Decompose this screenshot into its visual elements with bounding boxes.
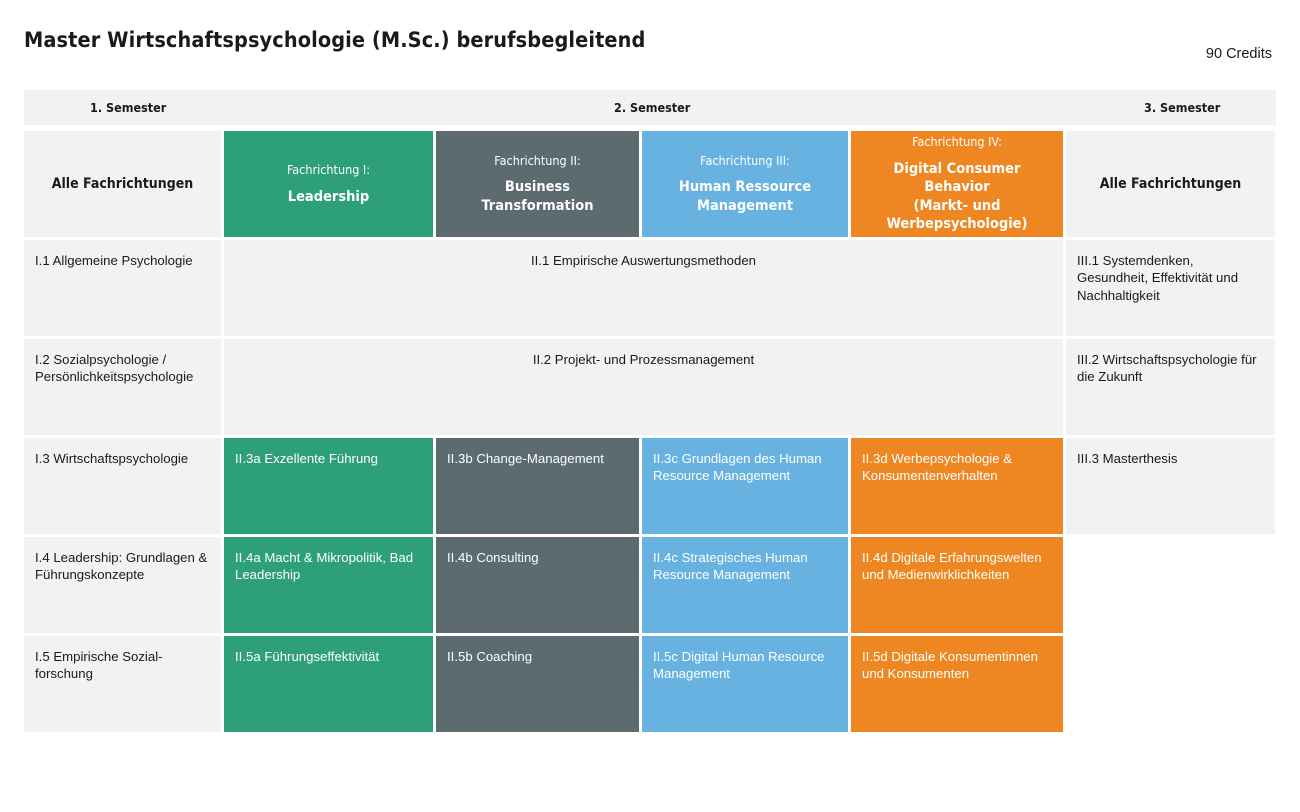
module-cell-II3b[interactable]: II.3b Change-Management bbox=[436, 438, 639, 534]
module-cell-I4[interactable]: I.4 Leadership: Grundlagen & Führungskon… bbox=[24, 537, 221, 633]
grid-gap bbox=[1063, 636, 1066, 732]
track-header-digital-consumer-behavior[interactable]: Fachrichtung IV: Digital Consumer Behavi… bbox=[851, 131, 1063, 237]
grid-gap bbox=[221, 131, 224, 237]
grid-gap bbox=[1063, 131, 1066, 237]
module-cell-II5c[interactable]: II.5c Digital Human Resource Management bbox=[642, 636, 848, 732]
grid-gap bbox=[1063, 339, 1066, 435]
grid-gap bbox=[639, 438, 642, 534]
grid-gap bbox=[1063, 240, 1066, 336]
grid-gap bbox=[848, 636, 851, 732]
grid-gap bbox=[1063, 537, 1066, 633]
module-cell-empty-r5 bbox=[1066, 636, 1275, 732]
module-cell-II2[interactable]: II.2 Projekt- und Prozessmanagement bbox=[224, 339, 1063, 435]
grid-gap bbox=[639, 537, 642, 633]
semester-label-3: 3. Semester bbox=[1144, 100, 1221, 115]
module-row-4: I.4 Leadership: Grundlagen & Führungskon… bbox=[24, 537, 1276, 633]
module-cell-II4a[interactable]: II.4a Macht & Mikropolitik, Bad Leadersh… bbox=[224, 537, 433, 633]
module-cell-II5a[interactable]: II.5a Führungseffektivität bbox=[224, 636, 433, 732]
credits-label: 90 Credits bbox=[1205, 46, 1272, 62]
module-cell-II3d[interactable]: II.3d Werbepsychologie & Konsumentenverh… bbox=[851, 438, 1063, 534]
grid-gap bbox=[848, 438, 851, 534]
semester-label-2: 2. Semester bbox=[614, 100, 691, 115]
module-cell-II5d[interactable]: II.5d Digitale Konsumentinnen und Konsum… bbox=[851, 636, 1063, 732]
module-cell-II4b[interactable]: II.4b Consulting bbox=[436, 537, 639, 633]
module-cell-III2[interactable]: III.2 Wirtschaftspsychologie für die Zuk… bbox=[1066, 339, 1275, 435]
grid-gap bbox=[1063, 438, 1066, 534]
grid-gap bbox=[433, 537, 436, 633]
track-header-all-right: Alle Fachrichtungen bbox=[1066, 131, 1275, 237]
module-row-5: I.5 Empirische Sozial-forschung II.5a Fü… bbox=[24, 636, 1276, 732]
grid-gap bbox=[848, 537, 851, 633]
grid-gap bbox=[221, 537, 224, 633]
module-cell-empty-r4 bbox=[1066, 537, 1275, 633]
module-row-1: I.1 Allgemeine Psychologie II.1 Empirisc… bbox=[24, 240, 1276, 336]
module-cell-II3c[interactable]: II.3c Grundlagen des Human Resource Mana… bbox=[642, 438, 848, 534]
track-header-leadership[interactable]: Fachrichtung I: Leadership bbox=[224, 131, 433, 237]
module-cell-II4c[interactable]: II.4c Strategisches Human Resource Manag… bbox=[642, 537, 848, 633]
module-cell-I3[interactable]: I.3 Wirtschaftspsychologie bbox=[24, 438, 221, 534]
module-cell-II4d[interactable]: II.4d Digitale Erfahrungswelten und Medi… bbox=[851, 537, 1063, 633]
grid-gap bbox=[639, 131, 642, 237]
track-name: Leadership bbox=[287, 188, 370, 205]
grid-gap bbox=[433, 438, 436, 534]
module-cell-III3[interactable]: III.3 Masterthesis bbox=[1066, 438, 1275, 534]
page-header: Master Wirtschaftspsychologie (M.Sc.) be… bbox=[24, 0, 1276, 90]
module-cell-I2[interactable]: I.2 Sozialpsychologie / Persönlichkeitsp… bbox=[24, 339, 221, 435]
module-cell-II3a[interactable]: II.3a Exzellente Führung bbox=[224, 438, 433, 534]
track-header-row: Alle Fachrichtungen Fachrichtung I: Lead… bbox=[24, 131, 1276, 237]
module-row-3: I.3 Wirtschaftspsychologie II.3a Exzelle… bbox=[24, 438, 1276, 534]
track-header-all-left: Alle Fachrichtungen bbox=[24, 131, 221, 237]
grid-gap bbox=[221, 339, 224, 435]
grid-gap bbox=[221, 636, 224, 732]
track-kicker: Fachrichtung III: bbox=[700, 152, 790, 168]
module-cell-II1[interactable]: II.1 Empirische Auswertungsmethoden bbox=[224, 240, 1063, 336]
semester-header-row: 1. Semester 2. Semester 3. Semester bbox=[24, 90, 1276, 125]
grid-gap bbox=[221, 438, 224, 534]
semester-label-1: 1. Semester bbox=[90, 100, 167, 115]
grid-gap bbox=[848, 131, 851, 237]
module-cell-I5[interactable]: I.5 Empirische Sozial-forschung bbox=[24, 636, 221, 732]
page-title: Master Wirtschaftspsychologie (M.Sc.) be… bbox=[24, 28, 646, 53]
grid-gap bbox=[221, 240, 224, 336]
track-kicker: Fachrichtung II: bbox=[494, 152, 581, 168]
track-kicker: Fachrichtung I: bbox=[286, 161, 371, 177]
track-name: Digital Consumer Behavior(Markt- und Wer… bbox=[886, 160, 1028, 233]
grid-gap bbox=[433, 636, 436, 732]
track-kicker: Fachrichtung IV: bbox=[912, 134, 1002, 150]
module-row-2: I.2 Sozialpsychologie / Persönlichkeitsp… bbox=[24, 339, 1276, 435]
grid-gap bbox=[639, 636, 642, 732]
grid-gap bbox=[433, 131, 436, 237]
module-cell-I1[interactable]: I.1 Allgemeine Psychologie bbox=[24, 240, 221, 336]
module-cell-III1[interactable]: III.1 Systemdenken, Gesundheit, Effektiv… bbox=[1066, 240, 1275, 336]
module-cell-II5b[interactable]: II.5b Coaching bbox=[436, 636, 639, 732]
